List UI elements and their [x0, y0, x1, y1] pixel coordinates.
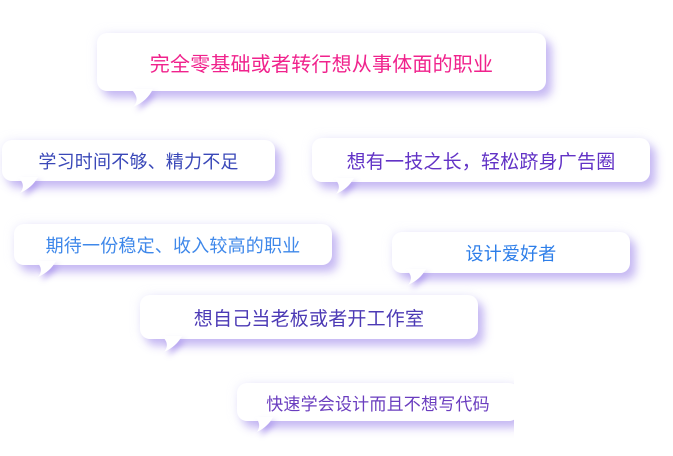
speech-bubble-short-time: 学习时间不够、精力不足: [2, 140, 275, 193]
speech-bubble-ad-industry: 想有一技之长，轻松跻身广告圈: [312, 138, 650, 194]
bubble-text: 想自己当老板或者开工作室: [193, 307, 425, 330]
speech-bubble-zero-basis: 完全零基础或者转行想从事体面的职业: [97, 33, 546, 107]
bubble-tail-icon: [406, 269, 428, 287]
bubble-text: 想有一技之长，轻松跻身广告圈: [346, 150, 616, 173]
bubble-text: 学习时间不够、精力不足: [38, 151, 239, 173]
bubble-text: 期待一份稳定、收入较高的职业: [45, 235, 301, 257]
speech-bubble-stable-job: 期待一份稳定、收入较高的职业: [14, 224, 332, 277]
speech-bubble-design-lover: 设计爱好者: [392, 232, 630, 285]
image-crop-edge: [514, 370, 554, 440]
bubble-tail-icon: [162, 336, 184, 354]
bubble-text: 设计爱好者: [465, 243, 557, 265]
bubble-tail-icon: [36, 261, 58, 279]
bubble-tail-icon: [334, 178, 356, 196]
bubble-tail-icon: [131, 89, 153, 107]
speech-bubble-own-boss: 想自己当老板或者开工作室: [140, 295, 478, 352]
bubble-text: 完全零基础或者转行想从事体面的职业: [149, 51, 494, 76]
speech-bubble-no-code: 快速学会设计而且不想写代码: [237, 383, 519, 432]
bubble-tail-icon: [255, 417, 277, 435]
bubble-tail-icon: [18, 177, 40, 195]
bubble-text: 快速学会设计而且不想写代码: [266, 394, 490, 415]
